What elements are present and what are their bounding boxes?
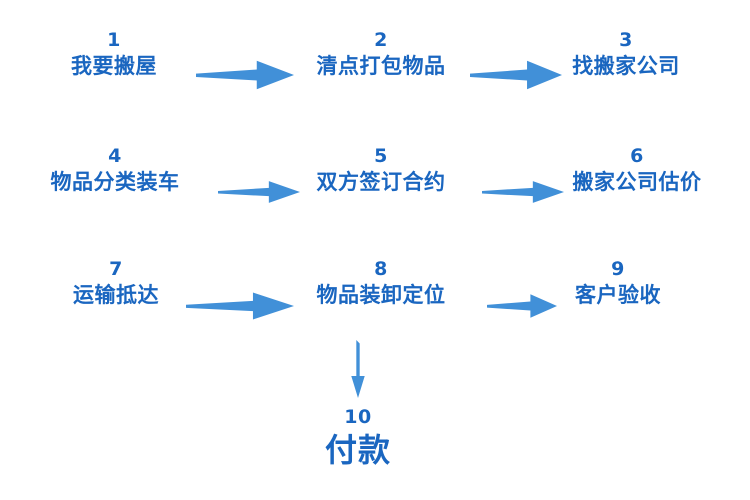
arrow-step8-to-step10-icon [344,340,372,398]
flow-step-number: 1 [107,29,121,51]
arrow-step2-to-step3-icon [470,58,562,92]
arrow-shape [482,181,564,203]
flow-step-number: 9 [611,258,625,280]
arrow-step7-to-step8-icon [186,290,294,322]
flow-step-8: 8 物品装卸定位 [317,257,446,309]
flow-step-3: 3 找搬家公司 [572,28,680,80]
flow-step-label: 清点打包物品 [316,54,446,78]
flow-step-4: 4 物品分类装车 [51,144,180,196]
arrow-shape [218,181,300,203]
flow-step-number: 5 [374,145,388,167]
flow-step-label: 双方签订合约 [316,170,446,194]
flow-step-6: 6 搬家公司估价 [573,144,702,196]
flow-step-label: 搬家公司估价 [572,170,702,194]
arrow-step5-to-step6-icon [482,179,564,205]
flow-step-number: 3 [619,29,633,51]
flow-step-number: 6 [630,145,644,167]
flow-step-label: 运输抵达 [73,283,159,307]
flow-step-number: 7 [109,258,123,280]
flow-step-9: 9 客户验收 [575,257,661,309]
flow-step-10: 10 付款 [325,405,391,471]
flow-step-label: 付款 [324,431,392,469]
flow-step-label: 物品装卸定位 [316,283,446,307]
arrow-shape [186,292,294,320]
arrow-step4-to-step5-icon [218,179,300,205]
flow-step-2: 2 清点打包物品 [317,28,446,80]
flow-step-label: 物品分类装车 [50,170,180,194]
flow-step-number: 8 [374,258,388,280]
flow-step-5: 5 双方签订合约 [317,144,446,196]
arrow-shape [487,294,557,318]
flow-step-1: 1 我要搬屋 [71,28,157,80]
flow-step-label: 客户验收 [575,283,661,307]
arrow-step8-to-step9-icon [487,292,557,320]
flow-step-7: 7 运输抵达 [73,257,159,309]
arrow-shape [196,60,294,90]
arrow-shape [351,340,365,398]
flow-step-number: 4 [108,145,122,167]
flow-step-number: 10 [344,406,372,428]
arrow-shape [470,60,562,90]
arrow-step1-to-step2-icon [196,58,294,92]
flow-step-label: 我要搬屋 [71,54,157,78]
flow-step-label: 找搬家公司 [572,54,680,78]
flow-step-number: 2 [374,29,388,51]
